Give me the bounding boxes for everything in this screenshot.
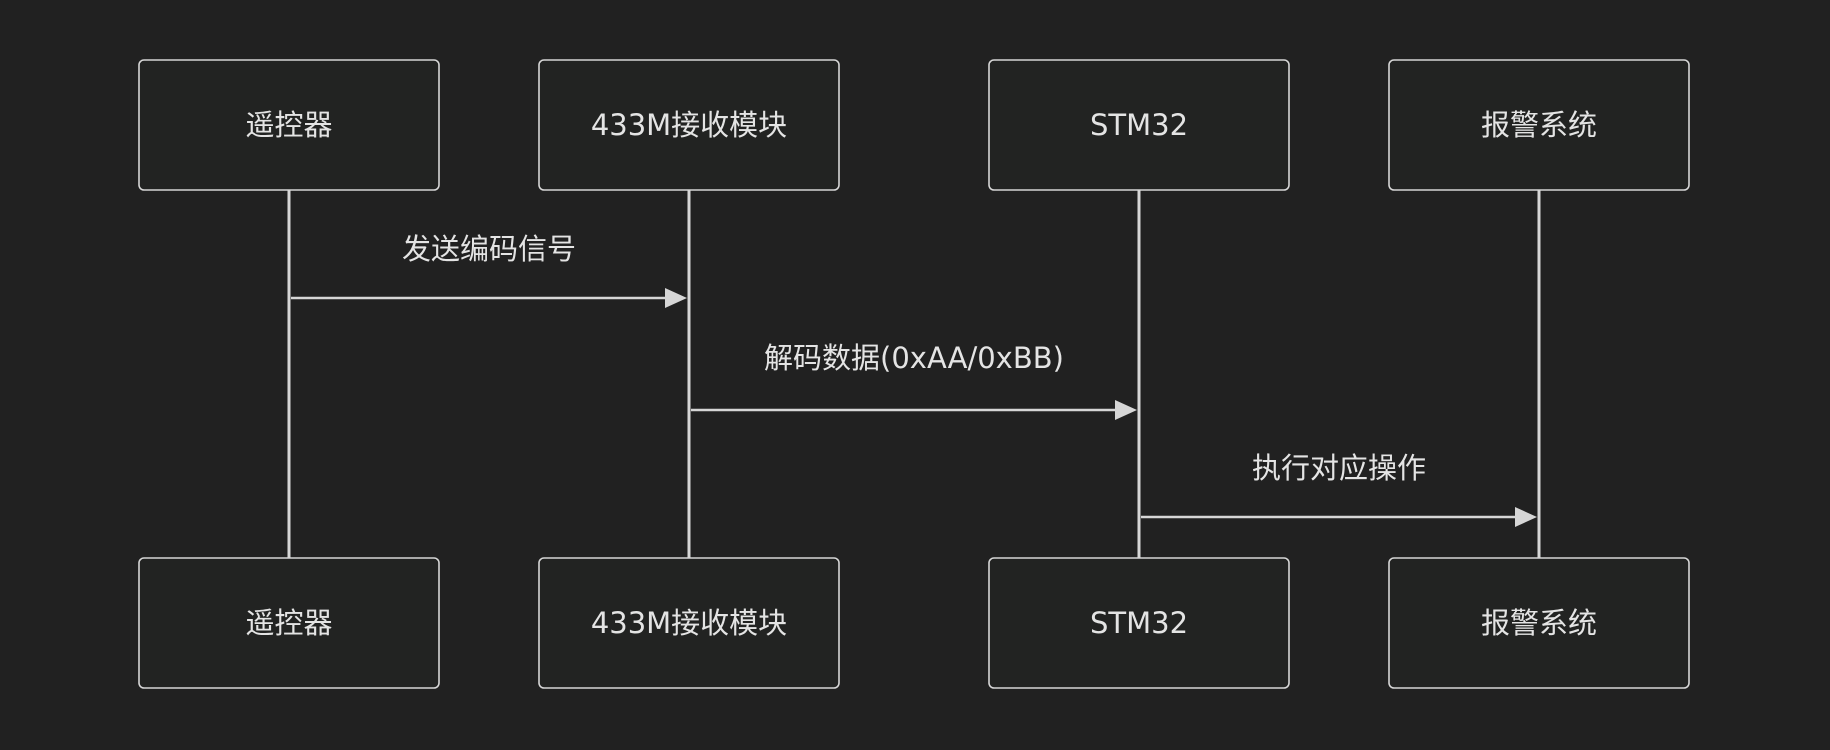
message-label: 解码数据(0xAA/0xBB): [764, 341, 1064, 375]
participant-remote-top: 遥控器: [138, 59, 440, 191]
message-rx433-to-stm32: 解码数据(0xAA/0xBB): [691, 341, 1137, 420]
participant-box: [1388, 557, 1690, 689]
message-label: 发送编码信号: [402, 232, 576, 266]
arrow-head-icon: [665, 288, 687, 308]
participant-alarm-top: 报警系统: [1388, 59, 1690, 191]
participant-rx433-top: 433M接收模块: [538, 59, 840, 191]
participant-label: STM32: [1090, 606, 1188, 640]
message-label: 执行对应操作: [1252, 451, 1426, 485]
participant-rx433-bottom: 433M接收模块: [538, 557, 840, 689]
message-remote-to-rx433: 发送编码信号: [291, 232, 687, 308]
participant-label: 遥控器: [245, 108, 332, 142]
arrow-head-icon: [1115, 400, 1137, 420]
participant-box: [538, 59, 840, 191]
participant-label: 433M接收模块: [591, 108, 787, 142]
lifelines: [287, 190, 1541, 558]
participant-label: 遥控器: [245, 606, 332, 640]
participant-label: 433M接收模块: [591, 606, 787, 640]
participant-stm32-bottom: STM32: [988, 557, 1290, 689]
participant-box: [988, 59, 1290, 191]
arrow-head-icon: [1515, 507, 1537, 527]
message-stm32-to-alarm: 执行对应操作: [1141, 451, 1537, 527]
participant-box: [1388, 59, 1690, 191]
participant-box: [538, 557, 840, 689]
participant-label: STM32: [1090, 108, 1188, 142]
participant-alarm-bottom: 报警系统: [1388, 557, 1690, 689]
participant-box: [138, 59, 440, 191]
participant-box: [138, 557, 440, 689]
participant-remote-bottom: 遥控器: [138, 557, 440, 689]
participant-box: [988, 557, 1290, 689]
participant-label: 报警系统: [1481, 108, 1597, 142]
participant-label: 报警系统: [1481, 606, 1597, 640]
participant-stm32-top: STM32: [988, 59, 1290, 191]
